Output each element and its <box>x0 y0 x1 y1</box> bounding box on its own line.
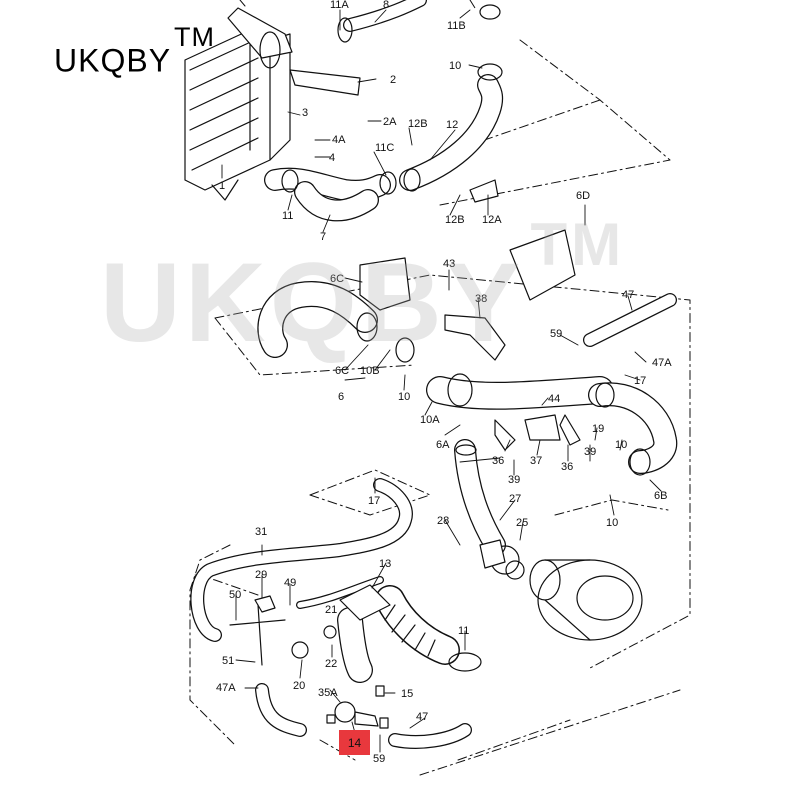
callout-19: 19 <box>592 423 604 435</box>
callout-6c: 6C <box>330 273 344 285</box>
callout-10: 10 <box>398 391 410 403</box>
callout-44: 44 <box>548 393 560 405</box>
callout-51: 51 <box>222 655 234 667</box>
callout-11: 11 <box>282 210 293 222</box>
callout-36: 36 <box>561 461 573 473</box>
callout-10: 10 <box>615 439 627 451</box>
callout-22: 22 <box>325 658 337 670</box>
callout-31: 31 <box>255 526 267 538</box>
brand-logo: UKQBYTM <box>54 22 215 80</box>
callout-labels: 11A 8 11B 10 2 3 2A 12B 12 4A 11C 4 1 11… <box>216 0 672 765</box>
callout-8: 8 <box>383 0 389 11</box>
callout-1: 1 <box>219 180 225 192</box>
callout-17: 17 <box>368 495 380 507</box>
callout-38: 38 <box>475 293 487 305</box>
turbocharger <box>479 539 643 641</box>
callout-47: 47 <box>416 711 428 723</box>
callout-6c: 6C <box>335 365 349 377</box>
callout-11a: 11A <box>330 0 349 11</box>
callout-21: 21 <box>325 604 337 616</box>
callout-25: 25 <box>516 517 528 529</box>
middle-pipes <box>257 229 678 556</box>
callout-10: 10 <box>606 517 618 529</box>
brand-trademark: TM <box>174 22 216 52</box>
callout-49: 49 <box>284 577 296 589</box>
callout-11b: 11B <box>447 20 466 32</box>
callout-50: 50 <box>229 589 241 601</box>
callout-47: 47 <box>622 289 634 301</box>
callout-37: 37 <box>530 455 542 467</box>
highlight-box <box>339 730 370 755</box>
callout-6: 6 <box>338 391 344 403</box>
callout-2a: 2A <box>383 116 397 128</box>
callout-35a: 35A <box>318 687 338 699</box>
callout-13: 13 <box>379 558 391 570</box>
callout-28: 28 <box>437 515 449 527</box>
callout-47a: 47A <box>652 357 672 369</box>
callout-4a: 4A <box>332 134 346 146</box>
callout-20: 20 <box>293 680 305 692</box>
callout-11: 11 <box>458 625 469 637</box>
lower-hoses <box>190 478 482 749</box>
callout-12b: 12B <box>408 118 428 130</box>
callout-59: 59 <box>550 328 562 340</box>
callout-17: 17 <box>634 375 646 387</box>
leader-lines <box>221 9 662 753</box>
callout-39: 39 <box>508 474 520 486</box>
callout-4: 4 <box>329 152 335 164</box>
callout-59: 59 <box>373 753 385 765</box>
callout-6b: 6B <box>654 490 667 502</box>
callout-15: 15 <box>401 688 413 700</box>
callout-6a: 6A <box>436 439 450 451</box>
callout-12b: 12B <box>445 214 465 226</box>
brand-name: UKQBY <box>54 42 172 79</box>
callout-39: 39 <box>584 446 596 458</box>
callout-6d: 6D <box>576 190 590 202</box>
callout-29: 29 <box>255 569 267 581</box>
callout-7: 7 <box>320 231 326 243</box>
callout-10: 10 <box>449 60 461 72</box>
callout-12: 12 <box>446 119 458 131</box>
callout-11c: 11C <box>375 142 394 154</box>
intercooler <box>184 7 293 201</box>
assembly-outline-dashed <box>189 0 691 776</box>
callout-10b: 10B <box>360 365 380 377</box>
callout-2: 2 <box>390 74 396 86</box>
callout-3: 3 <box>302 107 308 119</box>
callout-12a: 12A <box>482 214 502 226</box>
callout-27: 27 <box>509 493 521 505</box>
callout-10a: 10A <box>420 414 440 426</box>
upper-pipes <box>264 0 504 222</box>
highlight-label: 14 <box>348 736 362 750</box>
callout-43: 43 <box>443 258 455 270</box>
callout-47a: 47A <box>216 682 236 694</box>
callout-36: 36 <box>492 455 504 467</box>
